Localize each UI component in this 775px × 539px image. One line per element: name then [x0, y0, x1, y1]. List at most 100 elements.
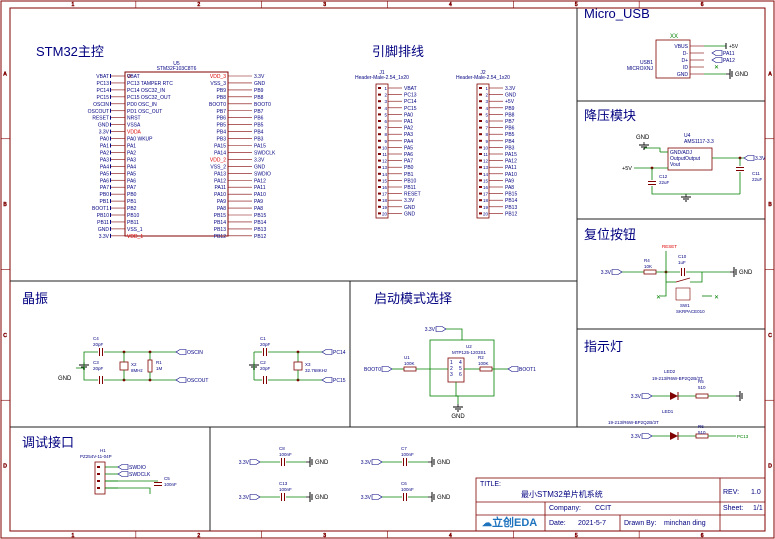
j2-pin-num-1: 2: [485, 93, 488, 98]
mcu-left-net-16: PA7: [100, 185, 109, 191]
mcu-left-conn-7: [110, 122, 111, 127]
j2-net-16: PB15: [505, 192, 517, 198]
xtal-gnd-w2: [83, 368, 98, 381]
j1-net-4: PA0: [404, 112, 413, 118]
decap-2-ref: C13: [279, 481, 288, 486]
mcu-left-conn-4: [110, 101, 111, 106]
j2-contact-9: [479, 146, 482, 149]
xtal-pc15-flag: [321, 377, 333, 383]
reset-sw-b: [690, 272, 703, 283]
j2-pin-num-16: 17: [483, 192, 489, 197]
xtal-oscout: OSCOUT: [187, 378, 208, 384]
mcu-right-pin-name-5: PB7: [217, 109, 227, 115]
debug-c5-val: 100nF: [164, 482, 177, 487]
j1-pin-num-3: 4: [384, 106, 387, 111]
j2-pin-num-0: 1: [485, 86, 488, 91]
j2-contact-17: [479, 199, 482, 202]
decap-2-3v3-flag: [249, 494, 261, 500]
j2-ref: J2: [480, 70, 486, 76]
mcu-left-conn-16: [110, 185, 111, 190]
reset-c10-val: 1uF: [678, 260, 686, 265]
mcu-right-pin-name-12: VDD_2: [210, 157, 226, 163]
mcu-left-pin-name-6: NRST: [127, 116, 141, 122]
j2-net-9: PB3: [505, 145, 515, 151]
ldo-gnd-wire2: [644, 147, 661, 152]
j1-ref: J1: [379, 70, 385, 76]
company-value: CCIT: [595, 505, 612, 512]
mcu-left-net-6: RESET: [92, 116, 109, 122]
border-col-4: 4: [449, 2, 452, 8]
mcu-left-pin-name-12: PA3: [127, 157, 136, 163]
border-col-bottom-4: 4: [449, 533, 452, 539]
j1-pin-num-11: 12: [382, 159, 388, 164]
xtal-x3-val: 32.768KHz: [305, 368, 328, 373]
mcu-left-pin-name-5: PD1 OSC_OUT: [127, 109, 162, 115]
j2-contact-4: [479, 113, 482, 116]
reset-sw-ref: SW1: [680, 303, 690, 308]
j1-pin-num-17: 18: [382, 198, 388, 203]
led2-r5-val: 510: [698, 385, 706, 390]
decap-1-3v3: 3.3V: [361, 460, 372, 466]
decap-2-3v3: 3.3V: [239, 495, 250, 501]
j1-contact-2: [378, 100, 381, 103]
boot-gnd-label: GND: [451, 414, 465, 420]
drawn-by-value: minchan ding: [664, 520, 706, 527]
mcu-left-pin-name-8: VDDA: [127, 130, 142, 136]
boot-sw-pin-3: 4: [459, 360, 462, 366]
mcu-left-pin-name-0: VBAT: [127, 74, 140, 80]
usb-ref: USB1: [640, 60, 653, 66]
j1-pin-num-13: 14: [382, 172, 388, 177]
j2-pin-num-8: 9: [485, 139, 488, 144]
border-row-right-D: D: [768, 464, 772, 470]
mcu-right-pin-name-3: PB8: [217, 95, 227, 101]
led2-3v3: 3.3V: [631, 394, 642, 400]
mcu-left-net-18: PB1: [100, 199, 110, 205]
j2-contact-19: [479, 212, 482, 215]
drawn-by-label: Drawn By:: [624, 520, 657, 527]
usb-net-pa11-flag: [711, 50, 723, 56]
debug-body: [94, 461, 106, 495]
usb-gnd-label: GND: [735, 72, 749, 78]
boot-r1-body: [403, 366, 417, 372]
boot-boot1-flag: [507, 366, 519, 372]
j2-contact-2: [479, 100, 482, 103]
j2-contact-10: [479, 153, 482, 155]
mcu-right-pin-name-6: PB6: [217, 116, 227, 122]
mcu-left-pin-name-14: PA5: [127, 171, 136, 177]
mcu-left-conn-21: [110, 219, 111, 224]
j2-net-10: PA15: [505, 152, 517, 158]
j2-net-11: PA12: [505, 159, 517, 165]
mcu-left-net-10: PA1: [100, 144, 109, 150]
usb-pin-1: D-: [683, 51, 689, 57]
j1-pin-num-8: 9: [384, 139, 387, 144]
j2-net-7: PB5: [505, 132, 515, 138]
j1-contact-19: [378, 212, 381, 215]
j1-contact-6: [378, 126, 381, 129]
j2-contact-16: [479, 192, 482, 195]
debug-swdclk: SWDCLK: [129, 472, 151, 478]
mcu-left-net-17: PB0: [100, 192, 110, 198]
debug-swdio: SWDIO: [129, 465, 146, 471]
buck-section-title: 降压模块: [584, 108, 637, 123]
border-col-1: 1: [72, 2, 75, 8]
debug-ref: H1: [100, 448, 106, 453]
boot-3v3-flag: [435, 326, 447, 332]
j1-net-7: PA3: [404, 132, 413, 138]
j1-contact-9: [378, 146, 381, 149]
j2-part: Header-Male-2.54_1x20: [456, 75, 510, 81]
j2-net-12: PA11: [505, 165, 517, 171]
j1-net-13: PB1: [404, 172, 414, 178]
boot-3v3-wire: [446, 328, 463, 340]
xtal-pc14-flag: [321, 349, 333, 355]
j2-contact-8: [479, 139, 482, 142]
date-value: 2021-5-7: [578, 520, 607, 527]
mcu-left-net-3: PC15: [96, 95, 109, 101]
ldo-ref: U4: [684, 133, 691, 139]
usb-section-title: Micro_USB: [584, 6, 650, 21]
ldo-gnd-rail: [651, 186, 740, 195]
border-col-bottom-1: 1: [72, 533, 75, 539]
j2-pin-num-4: 5: [485, 112, 488, 117]
border-col-3: 3: [323, 2, 326, 8]
mcu-left-pin-name-1: PC13 TAMPER RTC: [127, 81, 173, 87]
j1-contact-7: [378, 133, 381, 136]
